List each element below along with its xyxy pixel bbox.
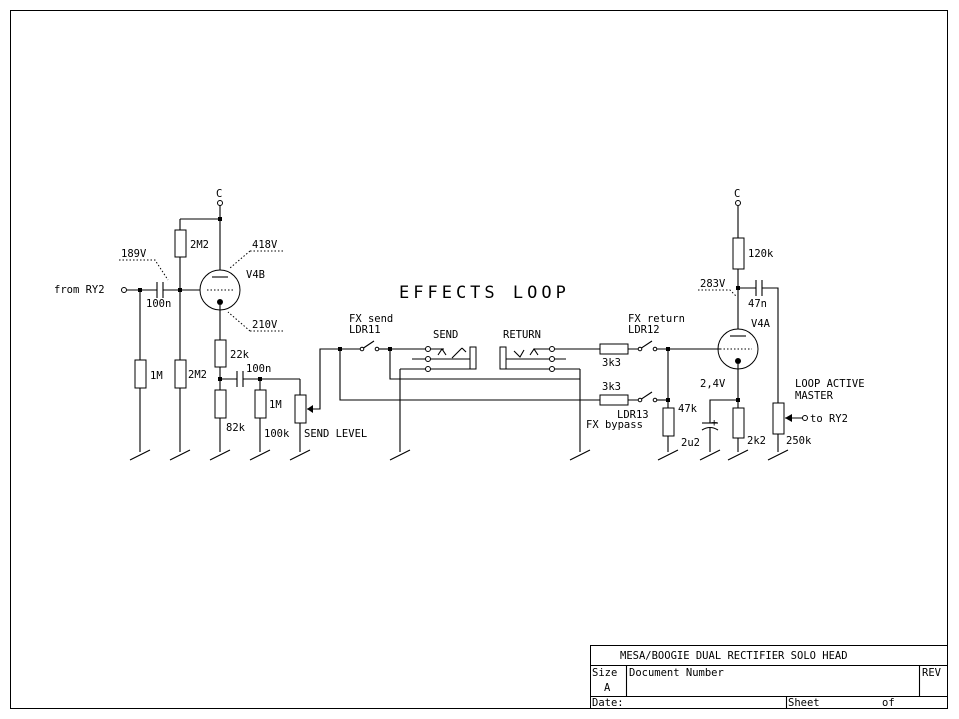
label-fx-return: FX return — [628, 313, 685, 325]
title-block-sheet-label: Sheet — [788, 697, 820, 709]
sheet-border — [10, 10, 948, 709]
label-master: MASTER — [795, 390, 834, 402]
label-send-level: SEND LEVEL — [304, 428, 367, 440]
label-2u2: 2u2 — [681, 437, 700, 449]
label-from-ry2: from RY2 — [54, 284, 105, 296]
title-block-date-label: Date: — [592, 697, 624, 709]
title-block-size-value: A — [604, 682, 611, 694]
v4b-stage: C 2M2 V4B 418V 189V 210V from RY2 100n 1… — [54, 188, 367, 461]
label-100n-in: 100n — [146, 298, 171, 310]
title-block: MESA/BOOGIE DUAL RECTIFIER SOLO HEAD Siz… — [590, 645, 948, 709]
label-fx-bypass: FX bypass — [586, 419, 643, 431]
send-jack — [469, 346, 477, 370]
label-send: SEND — [433, 329, 458, 341]
label-1m-left: 1M — [150, 370, 163, 382]
label-82k: 82k — [226, 422, 246, 434]
label-250k: 250k — [786, 435, 812, 447]
voltage-2-4v: 2,4V — [700, 378, 726, 390]
label-100k-pot: 100k — [264, 428, 290, 440]
effects-loop-heading: EFFECTS LOOP — [399, 283, 570, 303]
resistor-82k — [214, 389, 227, 419]
v4a-stage: C 120k 283V 47n V4A 2,4V + 2u2 2k2 250k — [681, 188, 865, 461]
resistor-3k3-a — [599, 343, 629, 355]
voltage-210v: 210V — [252, 319, 278, 331]
label-47n: 47n — [748, 298, 767, 310]
label-ldr13: LDR13 — [617, 409, 649, 421]
pot-send-level — [294, 394, 307, 424]
label-return: RETURN — [503, 329, 541, 341]
label-47k: 47k — [678, 403, 698, 415]
supply-label-right: C — [734, 188, 740, 200]
resistor-47k — [662, 407, 675, 437]
label-c-plus: + — [711, 417, 717, 429]
resistor-2k2 — [732, 407, 745, 439]
label-2m2-bottom: 2M2 — [188, 369, 207, 381]
resistor-2m2-top — [174, 229, 187, 258]
label-ldr11: LDR11 — [349, 324, 381, 336]
label-ldr12: LDR12 — [628, 324, 660, 336]
label-3k3-a: 3k3 — [602, 357, 621, 369]
tube-label-v4a: V4A — [751, 318, 771, 330]
title-block-title: MESA/BOOGIE DUAL RECTIFIER SOLO HEAD — [620, 650, 848, 662]
label-fx-send: FX send — [349, 313, 393, 325]
supply-label-left: C — [216, 188, 222, 200]
label-3k3-b: 3k3 — [602, 381, 621, 393]
output-terminal-to-ry2 — [802, 415, 808, 421]
supply-terminal-left — [217, 200, 223, 206]
voltage-283v: 283V — [700, 278, 726, 290]
title-block-size-label: Size — [592, 667, 617, 679]
resistor-22k — [214, 339, 227, 368]
input-terminal-from-ry2 — [121, 287, 127, 293]
effects-loop-section: EFFECTS LOOP FX send LDR11 SEND RETURN — [338, 283, 720, 461]
resistor-3k3-b — [599, 394, 629, 406]
label-100n-mid: 100n — [246, 363, 271, 375]
label-loop-active: LOOP ACTIVE — [795, 378, 865, 390]
title-block-rev-label: REV — [922, 667, 942, 679]
resistor-120k — [732, 237, 745, 270]
label-to-ry2: to RY2 — [810, 413, 848, 425]
label-1m-mid: 1M — [269, 399, 282, 411]
resistor-1m-left — [134, 359, 147, 389]
voltage-418v: 418V — [252, 239, 278, 251]
label-2m2-top: 2M2 — [190, 239, 209, 251]
resistor-1m-mid — [254, 389, 267, 419]
label-2k2: 2k2 — [747, 435, 766, 447]
title-block-docnum-label: Document Number — [629, 667, 724, 679]
return-jack — [499, 346, 507, 370]
label-120k: 120k — [748, 248, 774, 260]
tube-label-v4b: V4B — [246, 269, 265, 281]
supply-terminal-right — [735, 200, 741, 206]
voltage-189v: 189V — [121, 248, 147, 260]
label-22k: 22k — [230, 349, 250, 361]
resistor-2m2-bottom — [174, 359, 187, 389]
pot-loop-master — [772, 402, 785, 435]
title-block-of-label: of — [882, 697, 895, 709]
